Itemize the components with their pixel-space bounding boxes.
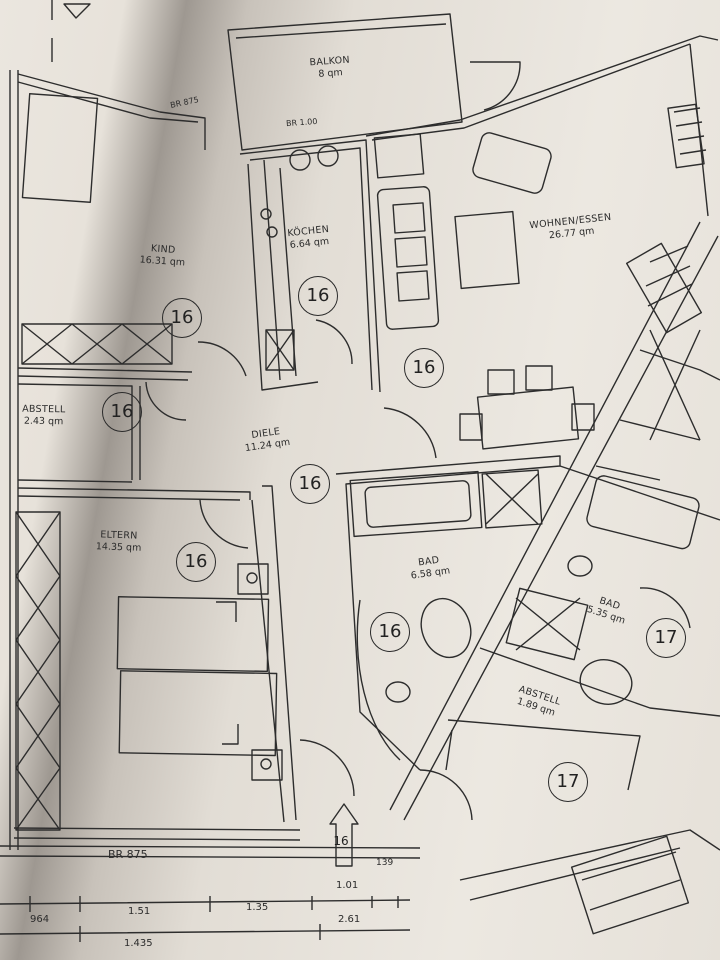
dimension-label: 1.435 bbox=[124, 938, 153, 949]
outer-wall-left bbox=[9, 70, 19, 850]
bathtub-1 bbox=[349, 470, 483, 538]
bad2-walls bbox=[479, 465, 720, 717]
kind-bottom-wall bbox=[17, 367, 193, 381]
dimension-label: 1.51 bbox=[128, 906, 151, 917]
kind-bed bbox=[21, 93, 99, 203]
top-mark bbox=[51, 0, 91, 62]
kitchen-walls bbox=[239, 139, 381, 393]
marker-circle: 16 bbox=[162, 298, 202, 338]
bathtub-1-inner bbox=[364, 480, 472, 528]
toilet-2 bbox=[567, 555, 593, 577]
lower-right-window bbox=[570, 835, 690, 935]
nightstand bbox=[260, 758, 272, 770]
door-swing bbox=[639, 587, 691, 629]
bottom-wall bbox=[0, 845, 421, 859]
sink-1 bbox=[420, 597, 472, 659]
sofa-side bbox=[373, 133, 425, 179]
door-swing bbox=[197, 341, 247, 377]
diagonal-wardrobe bbox=[595, 329, 720, 481]
sofa bbox=[376, 186, 440, 330]
dimension-label: 139 bbox=[376, 858, 394, 868]
dimension-ticks bbox=[29, 896, 399, 942]
eltern-walls bbox=[17, 485, 297, 823]
window-east-2 bbox=[625, 242, 703, 334]
bad1-curve bbox=[356, 599, 401, 761]
entrance-arrow bbox=[329, 803, 359, 867]
diagonal-wall bbox=[389, 221, 719, 821]
armchair bbox=[472, 132, 552, 194]
dimension-label: 2.61 bbox=[338, 914, 361, 925]
window-label-eltern: BR 875 bbox=[108, 848, 148, 861]
door-swing bbox=[299, 739, 355, 797]
dimension-label: 1.35 bbox=[246, 902, 269, 913]
eltern-wardrobe bbox=[15, 511, 61, 831]
nightstand bbox=[246, 572, 258, 584]
sink-2 bbox=[579, 659, 633, 705]
door-swing bbox=[470, 61, 521, 111]
marker-circle: 17 bbox=[548, 762, 588, 802]
marker-circle: 16 bbox=[333, 834, 349, 848]
toilet-1 bbox=[385, 681, 411, 703]
abstell2-walls bbox=[445, 719, 641, 791]
door-swing bbox=[383, 407, 437, 459]
abstell-walls bbox=[17, 383, 141, 483]
marker-circle: 16 bbox=[370, 612, 410, 652]
marker-circle: 17 bbox=[646, 618, 686, 658]
wohnen-walls bbox=[365, 35, 719, 141]
bad1-walls bbox=[335, 455, 561, 771]
marker-circle: 16 bbox=[404, 348, 444, 388]
window-east bbox=[667, 103, 707, 169]
kitchen-counter bbox=[260, 145, 339, 381]
door-swing bbox=[419, 769, 473, 821]
marker-circle: 16 bbox=[102, 392, 142, 432]
dimension-label: 1.01 bbox=[336, 880, 359, 891]
dimension-label: 964 bbox=[30, 914, 50, 925]
dimension-line bbox=[0, 899, 411, 935]
kind-wardrobe bbox=[21, 323, 173, 365]
door-swing bbox=[199, 499, 249, 549]
shower-2 bbox=[505, 587, 589, 661]
dining-table bbox=[459, 365, 595, 450]
marker-circle: 16 bbox=[298, 276, 338, 316]
marker-circle: 16 bbox=[290, 464, 330, 504]
shower-1 bbox=[481, 469, 543, 529]
bathtub-2 bbox=[586, 475, 700, 550]
lower-right-walls bbox=[459, 829, 720, 901]
eltern-double-bed bbox=[116, 596, 278, 757]
coffee-table bbox=[454, 210, 520, 290]
marker-circle: 16 bbox=[176, 542, 216, 582]
door-swing bbox=[145, 381, 187, 421]
balkon-walls bbox=[227, 13, 463, 151]
eltern-bottom-wall bbox=[13, 827, 301, 841]
kind-room-walls bbox=[17, 73, 206, 150]
door-swing bbox=[315, 319, 353, 365]
